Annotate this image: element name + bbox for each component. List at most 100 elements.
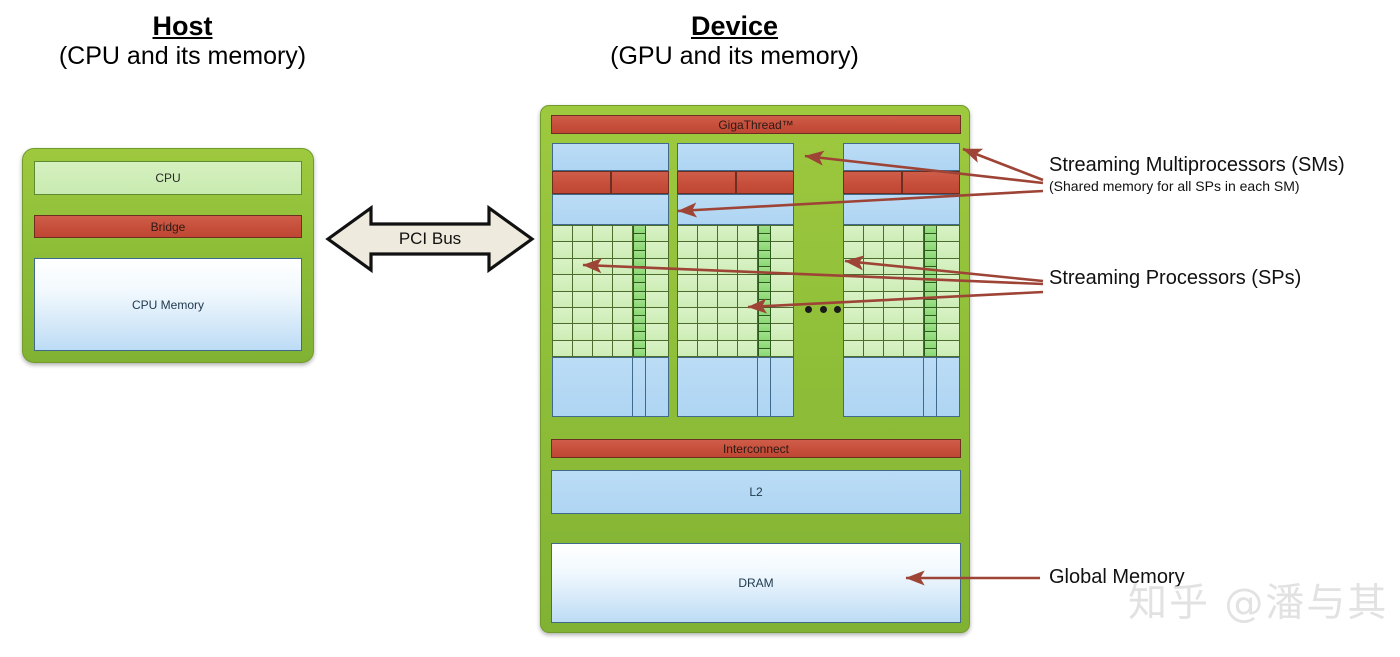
sp-register-cell <box>759 250 770 259</box>
sp-cell <box>738 275 757 292</box>
sp-register-cell <box>634 226 645 235</box>
sm-scheduler-row <box>552 171 669 194</box>
sm-footer-segment <box>937 358 959 416</box>
label-sms-sub: (Shared memory for all SPs in each SM) <box>1049 178 1300 194</box>
sp-cell <box>646 275 668 292</box>
sp-cell <box>678 307 697 325</box>
sm-footer-segment <box>633 358 646 416</box>
sp-cell <box>613 226 632 243</box>
sp-cell <box>937 324 959 341</box>
sp-cell <box>904 226 923 243</box>
gigathread-block[interactable]: GigaThread™ <box>551 115 961 134</box>
sp-cell <box>904 291 923 308</box>
sp-cell <box>698 226 717 243</box>
sp-cell <box>844 226 863 243</box>
sp-cell <box>593 275 612 292</box>
sp-cell <box>646 226 668 243</box>
sp-register-cell <box>634 299 645 308</box>
sp-cell <box>593 340 612 356</box>
dram-block[interactable]: DRAM <box>551 543 961 623</box>
sp-register-cell <box>925 283 936 292</box>
interconnect-block[interactable]: Interconnect <box>551 439 961 458</box>
sm-header <box>677 143 794 171</box>
sp-register-cell <box>634 332 645 341</box>
sp-cell <box>937 226 959 243</box>
sp-cell <box>844 242 863 259</box>
sp-cell <box>844 275 863 292</box>
sp-register-cell <box>759 340 770 349</box>
sp-cell <box>864 258 883 276</box>
host-title-block: Host (CPU and its memory) <box>20 12 345 71</box>
sp-cell <box>646 340 668 356</box>
sp-cell <box>678 324 697 341</box>
sp-cell <box>864 307 883 325</box>
sp-column <box>884 226 904 356</box>
sp-register-cell <box>925 324 936 333</box>
sp-cell <box>884 242 903 259</box>
sp-cell <box>698 242 717 259</box>
sp-cell <box>573 242 592 259</box>
sp-cell <box>718 242 737 259</box>
cpu-memory-block[interactable]: CPU Memory <box>34 258 302 351</box>
sp-register-column <box>924 226 937 356</box>
sp-cell <box>613 275 632 292</box>
sp-cell <box>844 291 863 308</box>
sp-column <box>573 226 593 356</box>
sm-header <box>552 143 669 171</box>
label-sps-main: Streaming Processors (SPs) <box>1049 267 1302 289</box>
sp-register-cell <box>634 275 645 284</box>
sp-cell <box>864 340 883 356</box>
sp-cell <box>738 291 757 308</box>
sp-cell <box>771 340 793 356</box>
sm-header <box>843 143 960 171</box>
l2-cache-block[interactable]: L2 <box>551 470 961 514</box>
ellipsis-dot <box>819 305 827 313</box>
sp-register-cell <box>634 340 645 349</box>
sp-cell <box>678 242 697 259</box>
sp-column <box>738 226 758 356</box>
sp-register-cell <box>925 250 936 259</box>
sm-column-1[interactable] <box>552 143 669 417</box>
bridge-block[interactable]: Bridge <box>34 215 302 238</box>
sp-cell <box>553 291 572 308</box>
sp-cell <box>593 291 612 308</box>
sp-register-cell <box>925 316 936 325</box>
sp-cell <box>771 324 793 341</box>
sp-cell <box>573 324 592 341</box>
cpu-block[interactable]: CPU <box>34 161 302 195</box>
sp-cell <box>646 242 668 259</box>
sm-scheduler-half <box>901 171 960 194</box>
sp-cell <box>844 307 863 325</box>
sp-cell <box>593 307 612 325</box>
host-subtitle: (CPU and its memory) <box>58 42 307 71</box>
sp-cell <box>718 307 737 325</box>
sm-shared-memory <box>552 194 669 225</box>
sp-cell <box>864 324 883 341</box>
sm-column-2[interactable] <box>677 143 794 417</box>
sp-cell <box>613 291 632 308</box>
sm-scheduler-row <box>677 171 794 194</box>
sp-cell <box>904 275 923 292</box>
sp-column <box>937 226 959 356</box>
sp-cell <box>553 340 572 356</box>
sp-cell <box>718 324 737 341</box>
sm-scheduler-half <box>552 171 611 194</box>
sp-register-cell <box>925 242 936 251</box>
sm-column-3[interactable] <box>843 143 960 417</box>
zhihu-watermark: 知乎 @潘与其 <box>1128 581 1389 626</box>
sp-register-cell <box>759 258 770 267</box>
sp-cell <box>698 340 717 356</box>
sp-cell <box>738 307 757 325</box>
sp-register-cell <box>759 307 770 317</box>
sm-scheduler-half <box>677 171 736 194</box>
sp-cell <box>771 291 793 308</box>
sp-cell <box>698 307 717 325</box>
sp-cell <box>937 258 959 276</box>
sp-cell <box>771 258 793 276</box>
sp-cell <box>937 275 959 292</box>
sp-cell <box>698 291 717 308</box>
sm-footer-segment <box>646 358 668 416</box>
sp-cell <box>864 291 883 308</box>
sp-cell <box>613 324 632 341</box>
sp-cell <box>573 340 592 356</box>
